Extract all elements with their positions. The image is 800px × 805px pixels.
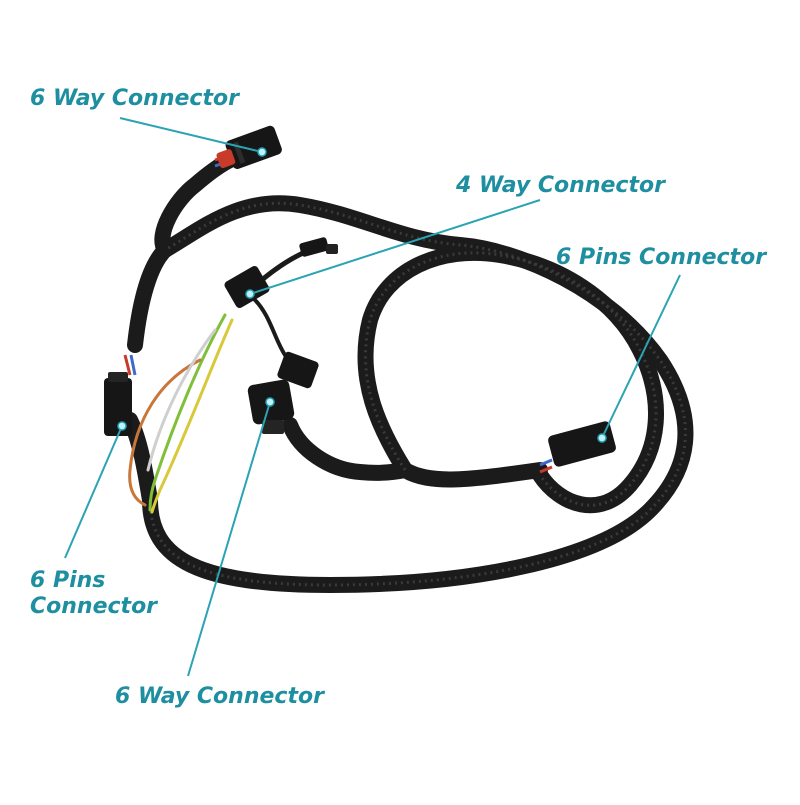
label-6-pins-connector-left: 6 Pins Connector (30, 568, 190, 620)
connector-small-plug (277, 351, 319, 389)
wire-orange (128, 358, 202, 507)
label-6-way-connector-top: 6 Way Connector (30, 86, 239, 111)
label-6-pins-line2: Connector (30, 594, 158, 619)
connector-6way-top (216, 125, 282, 169)
loom-branch-left (122, 412, 158, 508)
cable-loom (122, 152, 694, 593)
stub-blue-right (539, 458, 553, 467)
leader-bottom (187, 401, 271, 677)
leader-4way (249, 199, 541, 295)
leader-lines (64, 117, 681, 677)
cable-highlights (148, 201, 687, 587)
leader-dots (117, 147, 607, 443)
stub-red-left (123, 354, 132, 376)
wire-white (146, 328, 217, 472)
stub-blue-left (129, 354, 137, 376)
connector-6pins-right (548, 421, 616, 467)
leader-6pins-right (601, 274, 681, 439)
dot-top-left (257, 147, 267, 157)
loom-branch-6way-bottom (282, 417, 413, 481)
dot-6pins-right (597, 433, 607, 443)
connector-4way (224, 237, 338, 309)
label-6-way-connector-bottom: 6 Way Connector (115, 684, 324, 709)
stub-red-right (539, 465, 553, 474)
wire-thin-to-small-plug (253, 298, 287, 357)
main-loom-outer-highlight (148, 201, 687, 587)
dot-4way (245, 289, 255, 299)
connectors (104, 125, 616, 467)
label-6-pins-connector-right: 6 Pins Connector (556, 245, 767, 270)
wire-yellow (150, 318, 234, 514)
dot-bottom (265, 397, 275, 407)
wire-green (148, 313, 227, 512)
label-6-pins-line1: 6 Pins (30, 568, 106, 593)
connector-6pins-left (104, 372, 132, 436)
leader-6pins-left (64, 425, 123, 559)
label-4-way-connector: 4 Way Connector (456, 173, 665, 198)
leader-top-left (119, 117, 263, 153)
loom-branch-bottom (397, 462, 548, 488)
dot-6pins-left (117, 421, 127, 431)
main-loom-inner (357, 244, 664, 514)
loom-upper-left (127, 242, 173, 353)
